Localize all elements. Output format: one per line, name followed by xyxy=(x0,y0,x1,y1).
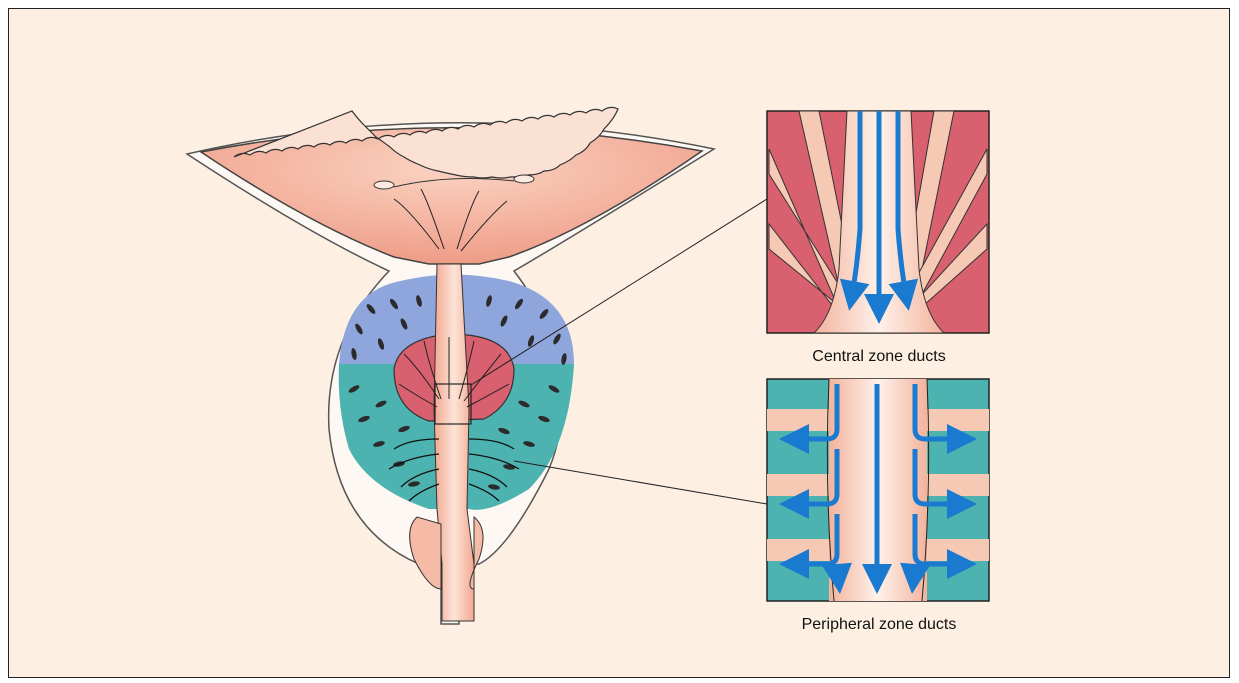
figure-panel: Central zone ducts xyxy=(8,8,1230,678)
label-peripheral: Peripheral zone ducts xyxy=(802,616,957,633)
leader-line-peripheral xyxy=(514,461,767,504)
ejaculatory-lobe-left xyxy=(410,517,441,589)
label-central: Central zone ducts xyxy=(812,348,945,365)
anatomy-illustration xyxy=(187,107,714,624)
prostate-diagram: Central zone ducts xyxy=(9,9,1231,679)
peripheral-zone-inset xyxy=(767,379,989,601)
central-zone-inset xyxy=(767,111,989,333)
